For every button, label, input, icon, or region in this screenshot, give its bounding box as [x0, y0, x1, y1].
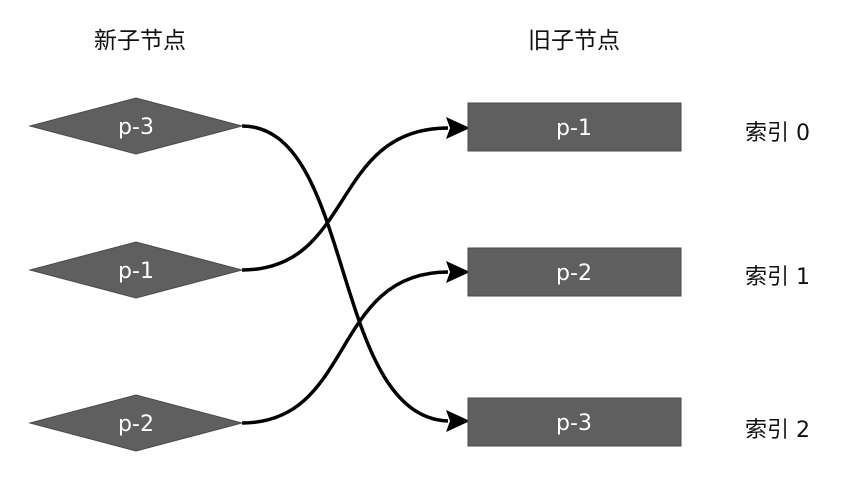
old-children-heading: 旧子节点: [528, 28, 620, 54]
node-label: p-2: [556, 261, 592, 286]
rect-shape: [467, 102, 682, 152]
diamond-shape: [28, 394, 244, 452]
arrowhead-old-index-1: [446, 261, 470, 283]
connector-p1-to-old-index-0: [241, 126, 449, 272]
old-node-p-2: p-2: [467, 247, 682, 297]
index-label-1: 索引 1: [745, 265, 810, 290]
node-label: p-1: [556, 116, 592, 141]
new-node-p-3: p-3: [28, 97, 244, 155]
old-node-p-1: p-1: [467, 102, 682, 152]
arrowhead-old-index-0: [446, 117, 470, 139]
index-label-2: 索引 2: [745, 418, 810, 443]
connector-p3-to-old-index-2: [241, 124, 449, 423]
new-node-p-2: p-2: [28, 394, 244, 452]
new-children-heading: 新子节点: [94, 28, 186, 54]
old-node-p-3: p-3: [467, 397, 682, 447]
connector-p2-to-old-index-1: [241, 270, 449, 425]
new-node-p-1: p-1: [28, 241, 244, 299]
diamond-shape: [28, 241, 244, 299]
node-label: p-2: [118, 412, 154, 437]
node-label: p-3: [118, 115, 154, 140]
node-label: p-3: [556, 411, 592, 436]
arrowhead-old-index-2: [446, 410, 470, 432]
index-label-0: 索引 0: [745, 121, 810, 146]
diamond-shape: [28, 97, 244, 155]
node-label: p-1: [118, 259, 154, 284]
rect-shape: [467, 397, 682, 447]
rect-shape: [467, 247, 682, 297]
